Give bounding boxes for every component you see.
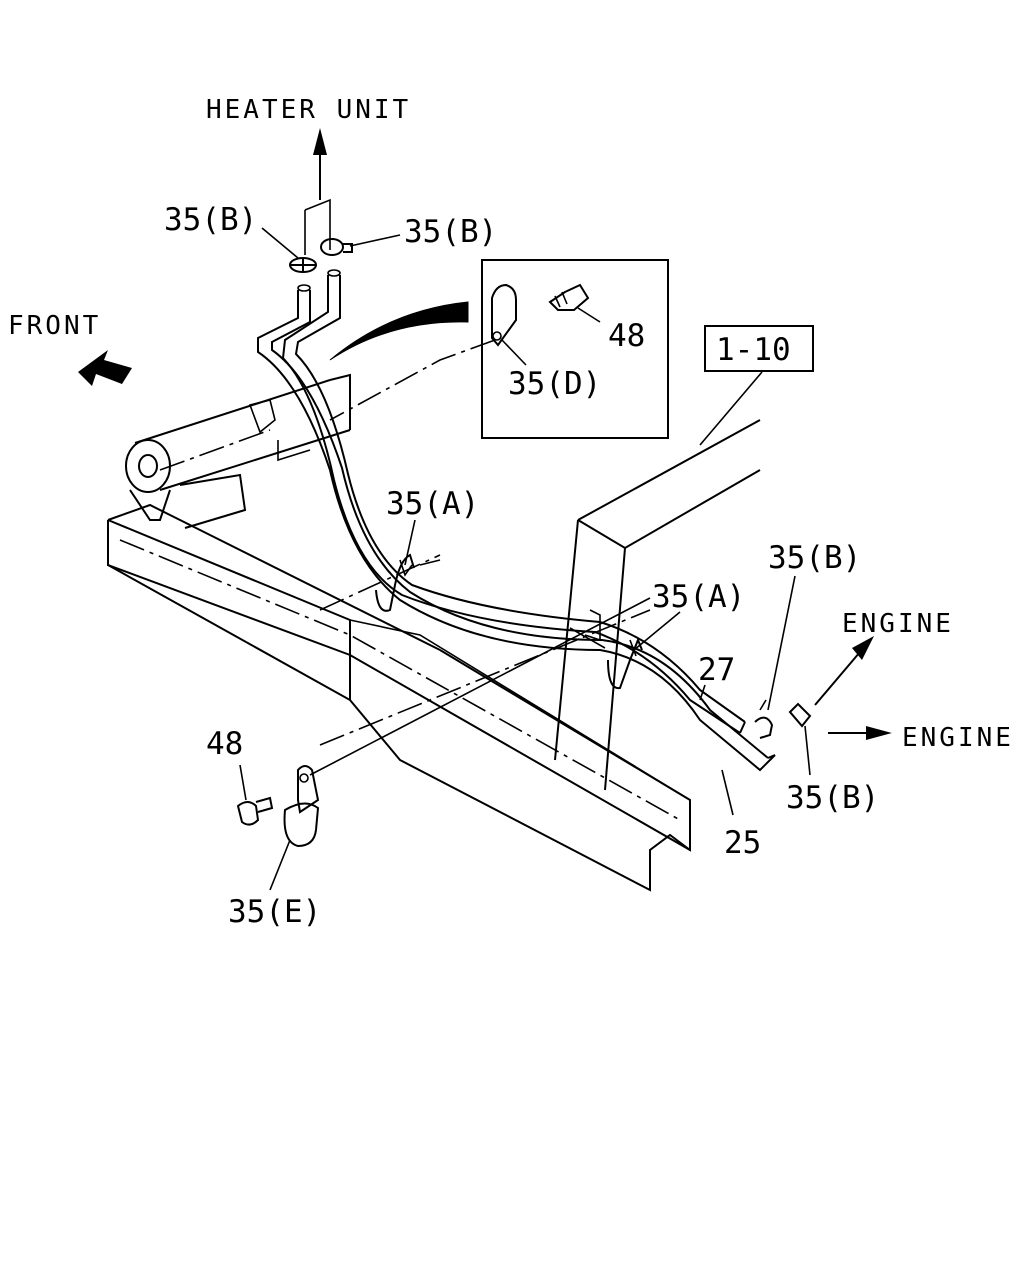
bolt-upper-label: 48 <box>608 318 645 354</box>
clip-e-label: 35(E) <box>228 894 321 930</box>
ref-box-frame <box>704 325 814 372</box>
front-label: FRONT <box>8 311 101 341</box>
clip-a-right-label: 35(A) <box>652 579 745 615</box>
engine-arrow-upper <box>814 636 874 706</box>
clamp-b-right-upper <box>754 699 774 739</box>
clamp-b-right-upper-label: 35(B) <box>768 540 861 576</box>
clip-a-right <box>607 637 643 690</box>
heater-unit-label: HEATER UNIT <box>206 95 411 125</box>
detail-inset <box>329 259 669 439</box>
engine-arrow-lower <box>828 726 892 740</box>
clip-e <box>283 597 651 848</box>
ref-box-label: 1-10 <box>716 332 791 368</box>
hose-25-label: 25 <box>724 825 761 861</box>
chassis-frame <box>107 373 761 892</box>
engine-lower-label: ENGINE <box>902 723 1014 753</box>
clamp-b-top-left <box>289 257 317 273</box>
engine-upper-label: ENGINE <box>842 609 954 639</box>
clip-a-left-label: 35(A) <box>386 486 479 522</box>
clip-d-label: 35(D) <box>508 366 601 402</box>
clamp-b-right-lower <box>788 702 812 728</box>
clamp-b-top-right-label: 35(B) <box>404 214 497 250</box>
clamp-b-right-lower-label: 35(B) <box>786 780 879 816</box>
clamp-b-top-right <box>320 238 353 256</box>
bolt-48-lower <box>236 796 274 826</box>
leader-lines <box>239 227 811 891</box>
clamp-b-top-left-label: 35(B) <box>164 202 257 238</box>
front-arrow <box>78 350 132 386</box>
hose-27-label: 27 <box>698 652 735 688</box>
heater-unit-arrow <box>304 128 331 255</box>
bolt-lower-label: 48 <box>206 726 243 762</box>
